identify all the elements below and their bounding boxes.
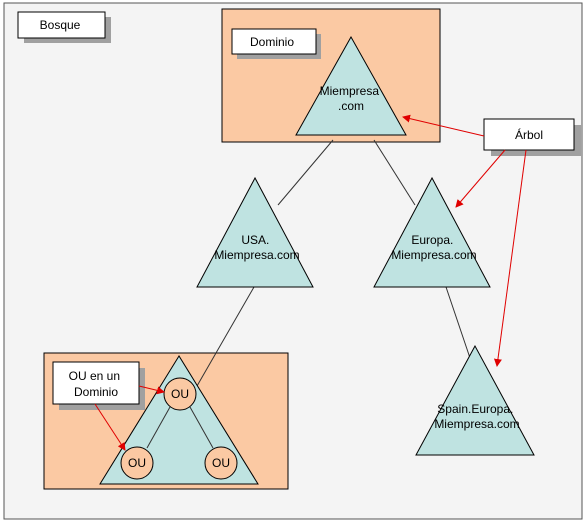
- ou-callout-line-1: OU en un: [69, 369, 120, 383]
- spain-domain-triangle: [415, 344, 535, 456]
- ou-circle-right: [204, 446, 238, 480]
- root-domain-triangle: [295, 35, 407, 136]
- ou-circle-left-label: OU: [128, 456, 146, 470]
- europa-domain-triangle: [373, 176, 491, 288]
- ou-callout-label: OU en un Dominio: [69, 369, 124, 399]
- domain-label-box: [231, 28, 317, 55]
- europa-domain-line-2: Miempresa.com: [391, 248, 476, 262]
- root-domain-line-2: .com: [338, 99, 364, 113]
- ou-callout-line-2: Dominio: [74, 385, 118, 399]
- ou-circle-left: [120, 446, 154, 480]
- europa-domain-label: Europa. Miempresa.com: [391, 233, 476, 262]
- spain-domain-line-1: Spain.Europa.: [437, 402, 513, 416]
- ou-circle-right-label: OU: [212, 456, 230, 470]
- domain-label: Dominio: [250, 35, 294, 49]
- root-domain-line-1: Miempresa: [320, 84, 380, 98]
- ou-arrow-top: [138, 385, 165, 395]
- link-root-usa: [277, 139, 334, 206]
- tree-label-box: [483, 118, 575, 151]
- tree-arrow-root: [402, 114, 485, 137]
- root-domain-label: Miempresa .com: [320, 84, 383, 113]
- usa-domain-label: USA. Miempresa.com: [214, 233, 299, 262]
- ou-arrow-left: [94, 403, 126, 451]
- spain-domain-line-2: Miempresa.com: [434, 417, 519, 431]
- tree-arrow-europa: [455, 149, 506, 208]
- tree-arrow-spain: [493, 149, 527, 367]
- usa-domain-triangle: [196, 176, 314, 288]
- link-usa-ou: [196, 286, 255, 387]
- usa-domain-line-1: USA.: [241, 233, 269, 247]
- link-root-europa: [373, 139, 416, 206]
- tree-label: Árbol: [515, 127, 543, 142]
- spain-domain-label: Spain.Europa. Miempresa.com: [434, 402, 519, 431]
- link-europa-spain: [445, 286, 471, 359]
- forest-label: Bosque: [40, 18, 81, 32]
- forest-label-box: [17, 11, 106, 39]
- ou-link-right: [189, 406, 214, 449]
- europa-domain-line-1: Europa.: [411, 233, 453, 247]
- ou-callout-box: [52, 361, 140, 405]
- usa-domain-line-2: Miempresa.com: [214, 248, 299, 262]
- ou-circle-top-label: OU: [171, 387, 189, 401]
- ou-link-left: [146, 406, 171, 449]
